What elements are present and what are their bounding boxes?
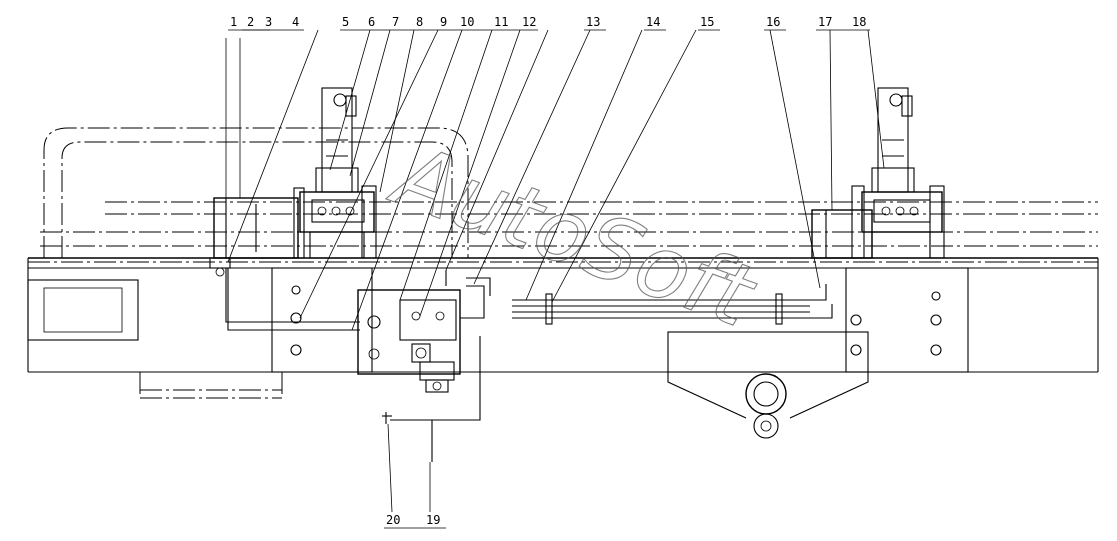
callout-2: 2: [247, 15, 254, 29]
callout-4: 4: [292, 15, 299, 29]
callout-15: 15: [700, 15, 714, 29]
center-lines: [28, 201, 1098, 263]
callout-20: 20: [386, 513, 400, 527]
callout-10: 10: [460, 15, 474, 29]
callout-3: 3: [265, 15, 272, 29]
tilt-cylinder-left: [299, 87, 377, 259]
callout-7: 7: [392, 15, 399, 29]
watermark-text: AutoSoft: [378, 124, 768, 348]
valve-block: [357, 289, 461, 393]
cab-outline: [43, 127, 469, 258]
leader-lines: [225, 29, 885, 513]
support-bracket-left: [271, 267, 373, 373]
left-cylinder-housing: [209, 187, 305, 277]
right-cylinder-housing: [811, 185, 873, 259]
callout-12: 12: [522, 15, 536, 29]
callout-6: 6: [368, 15, 375, 29]
tilt-cylinder-right: [861, 87, 945, 259]
callout-13: 13: [586, 15, 600, 29]
callout-labels: 1 2 3 4 5 6 7 8 9 10 11 12 13 14 15 16 1…: [230, 15, 866, 527]
callout-8: 8: [416, 15, 423, 29]
callout-5: 5: [342, 15, 349, 29]
callout-19: 19: [426, 513, 440, 527]
rear-plate-left: [27, 279, 283, 399]
callout-9: 9: [440, 15, 447, 29]
callout-11: 11: [494, 15, 508, 29]
callout-18: 18: [852, 15, 866, 29]
callout-14: 14: [646, 15, 660, 29]
callout-1: 1: [230, 15, 237, 29]
callout-underlines: [228, 29, 870, 529]
support-bracket-right: [845, 267, 969, 373]
hydraulic-lines: [225, 268, 833, 462]
towing-hitch: [667, 331, 869, 439]
callout-17: 17: [818, 15, 832, 29]
callout-16: 16: [766, 15, 780, 29]
